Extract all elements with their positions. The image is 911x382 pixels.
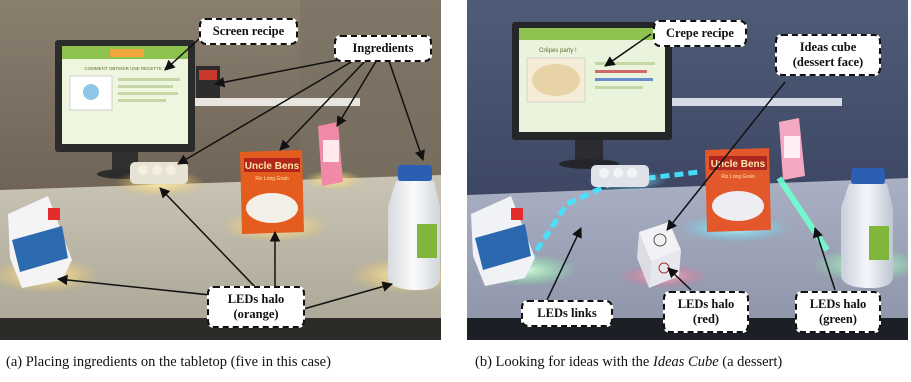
label-crepe-recipe: Crepe recipe [653,20,747,47]
label-leds-halo-red-line1: LEDs halo [677,297,735,311]
shelf [185,98,360,106]
caption-a: (a) Placing ingredients on the tabletop … [6,354,331,370]
rice-brand-a: Uncle Bens [245,161,300,172]
label-leds-halo-green-line2: (green) [819,312,857,326]
led-link-left [526,169,700,264]
tabletop [0,175,441,340]
panel-a-photo: COMMENT OBTENIR UNE RECETTE ? Uncle Bens… [0,0,441,340]
rice-brand-b: Uncle Bens [711,159,766,170]
label-ideas-cube-line1: Ideas cube [799,40,857,54]
arrows-b [546,33,836,301]
bottle-cap-b [851,168,885,184]
label-leds-halo-orange: LEDs halo (orange) [207,286,305,328]
shelf-b [672,98,842,106]
rice-subtitle-b: Riz Long Grain [721,174,755,180]
label-leds-halo-green-line1: LEDs halo [809,297,867,311]
arrows-a [56,37,425,311]
label-ideas-cube-line2: (dessert face) [792,55,864,69]
screen-header-b: Crêpes party ! [539,48,577,54]
milk-bottle-b [841,184,893,288]
milk-bottle [388,181,440,290]
rice-subtitle-a: Riz Long Grain [255,176,289,182]
caption-b-italic: Ideas Cube [653,354,719,370]
label-leds-links: LEDs links [521,300,613,327]
panel-b-scene: Crêpes party ! Uncle Bens Riz Long Grain [467,0,908,340]
label-leds-halo-green: LEDs halo (green) [795,291,881,333]
caption-b: (b) Looking for ideas with the Ideas Cub… [475,354,782,371]
label-leds-halo-orange-line2: (orange) [233,307,279,321]
label-ingredients: Ingredients [334,35,432,62]
label-ideas-cube: Ideas cube (dessert face) [775,34,881,76]
ideas-cube [639,222,681,262]
label-screen-recipe: Screen recipe [199,18,298,45]
caption-b-prefix: (b) Looking for ideas with the [475,354,653,370]
panel-b-photo: Crêpes party ! Uncle Bens Riz Long Grain [467,0,908,340]
caption-b-suffix: (a dessert) [718,354,783,370]
label-leds-halo-orange-line1: LEDs halo [227,292,285,306]
label-leds-halo-red-line2: (red) [692,312,720,326]
label-leds-halo-red: LEDs halo (red) [663,291,749,333]
bottle-cap [398,165,432,181]
screen-header-a: COMMENT OBTENIR UNE RECETTE ? [84,66,166,71]
panel-a-scene: COMMENT OBTENIR UNE RECETTE ? Uncle Bens… [0,0,441,340]
